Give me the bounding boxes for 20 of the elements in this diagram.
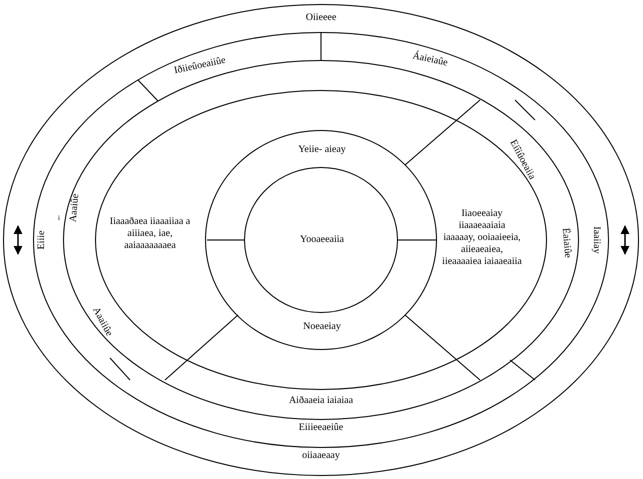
band-label: Yooaeeaiia	[300, 234, 344, 246]
description-text: Iiaoeeaiay iiaaaeaaiaia iaaaaay, ooiaaieeia, aiieaeaiea, iieaaaaiea iaiaaeaiia	[442, 208, 522, 268]
band-label: Ëaiaiûe	[558, 228, 574, 258]
band-label: Aaaiûe	[68, 193, 82, 223]
band-label: Áaieiaûe	[411, 50, 449, 70]
band-label: Iðiieûoeaiiûe	[173, 54, 227, 78]
band-label: Yeiie- aieay	[298, 144, 346, 156]
ring-circle	[205, 130, 437, 350]
band-label: Eiiie	[36, 230, 48, 250]
ellipse-band	[3, 4, 639, 476]
ellipse-band	[33, 32, 609, 448]
band-label: Aiðaaeia iaiaiaa	[288, 395, 354, 407]
band-label: Eiiieeaeiûe	[298, 422, 344, 434]
ellipse-band	[95, 90, 547, 390]
band-label: Iaaiiay	[590, 226, 602, 254]
ring-circle	[244, 167, 398, 313]
band-label: Oiieeee	[306, 12, 336, 24]
band-label: oiiaaeaay	[302, 450, 340, 462]
description-text: Iiaaaðaea iiaaaiiaa a aiiiaea, iae, aaiaaaaaaaea	[108, 216, 192, 252]
band-label: Noeaeiay	[303, 321, 341, 333]
